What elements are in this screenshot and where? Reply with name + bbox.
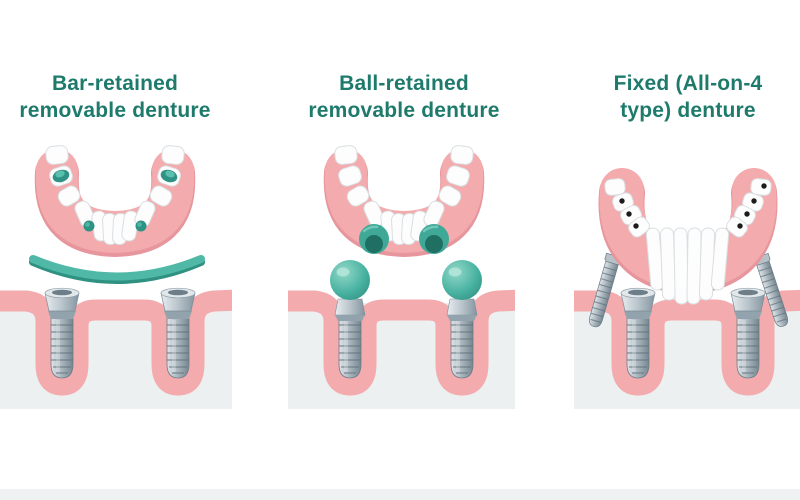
gum-cross-section xyxy=(574,289,800,409)
title-line: Fixed (All-on-4 xyxy=(613,72,763,95)
tooth xyxy=(673,227,689,305)
title-line: Ball-retained xyxy=(339,72,469,95)
denture-front-teeth xyxy=(645,227,730,305)
implant-abutment xyxy=(730,287,766,320)
implant-screw xyxy=(50,317,74,379)
fixed-all-on-4-panel-illustration xyxy=(574,168,800,409)
tooth xyxy=(346,185,370,207)
denture-teeth xyxy=(45,145,185,246)
screw-access-hole xyxy=(744,211,750,217)
denture xyxy=(598,168,778,305)
implant-abutment xyxy=(44,287,80,320)
ball-abutment xyxy=(441,259,483,322)
tooth xyxy=(57,185,81,207)
title-line: Bar-retained xyxy=(51,72,179,95)
tooth xyxy=(446,165,470,187)
title-line: removable denture xyxy=(308,99,500,122)
tooth xyxy=(628,216,650,238)
tooth xyxy=(161,145,185,165)
retention-bar xyxy=(29,255,205,284)
denture xyxy=(34,145,196,258)
screw-access-hole xyxy=(761,183,767,189)
screw-access-hole xyxy=(737,223,743,229)
gum-cross-section xyxy=(288,289,515,409)
gum-band xyxy=(574,289,800,396)
screw-access-hole xyxy=(633,223,639,229)
screw-access-hole xyxy=(751,198,757,204)
tooth xyxy=(149,185,173,207)
bar-clip-attachment-cap xyxy=(52,169,70,183)
tooth xyxy=(438,185,462,207)
tooth xyxy=(45,145,69,165)
implant-abutment xyxy=(160,287,196,320)
gum-band xyxy=(288,289,515,396)
tooth xyxy=(604,178,626,196)
implant-screw xyxy=(338,317,362,379)
title-line: type) denture xyxy=(620,99,756,122)
denture xyxy=(323,145,485,258)
screw-access-hole xyxy=(619,198,625,204)
implant-abutment xyxy=(620,287,656,320)
bar-retained-panel-illustration xyxy=(0,145,232,409)
screw-access-hole xyxy=(626,211,632,217)
screw-access-holes xyxy=(619,183,767,229)
tooth xyxy=(750,178,772,196)
ball-abutment xyxy=(329,259,371,322)
implant-screw xyxy=(736,317,760,379)
implant-screw xyxy=(166,317,190,379)
ball-socket-housing xyxy=(359,224,389,254)
ball-socket-housing xyxy=(419,224,449,254)
implant-screw xyxy=(626,317,650,379)
tooth xyxy=(698,227,716,301)
title-line: removable denture xyxy=(19,99,211,122)
bar-clip-attachment-dot xyxy=(83,220,95,232)
implant-screw xyxy=(450,317,474,379)
panel-title-bar-retained: Bar-retained removable denture xyxy=(5,70,225,124)
tooth xyxy=(334,145,358,165)
ball-retained-panel-illustration xyxy=(288,145,515,409)
gum-band xyxy=(0,289,232,396)
tooth xyxy=(338,165,362,187)
bar-clip-attachment-dot xyxy=(135,220,147,232)
gum-cross-section xyxy=(0,289,232,409)
tooth xyxy=(450,145,474,165)
tooth xyxy=(659,227,677,301)
tooth xyxy=(726,216,748,238)
panel-title-ball-retained: Ball-retained removable denture xyxy=(294,70,514,124)
bar-clip-attachment-cap xyxy=(160,169,178,183)
denture-teeth xyxy=(334,145,474,246)
panel-title-fixed-all-on-4: Fixed (All-on-4 type) denture xyxy=(578,70,798,124)
footer-strip xyxy=(0,489,800,500)
tooth xyxy=(710,227,730,291)
